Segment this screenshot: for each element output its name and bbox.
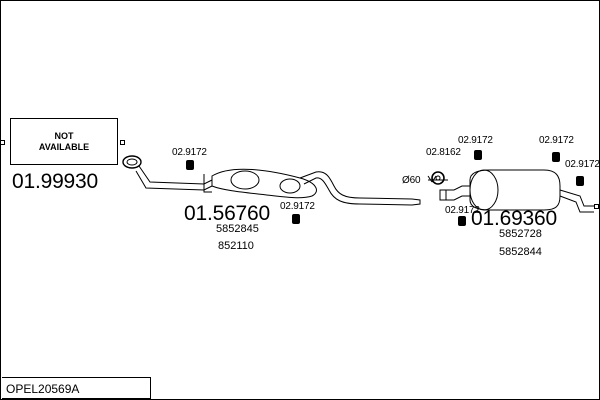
right-edge-marker xyxy=(594,204,599,209)
hanger-label-6[interactable]: 02.9172 xyxy=(565,159,600,170)
middle-silencer-drawing xyxy=(203,168,421,206)
not-available-line1: NOT xyxy=(54,130,74,141)
oem-number-rear-2: 5852844 xyxy=(499,246,542,258)
hanger-label-4[interactable]: 02.9172 xyxy=(458,135,493,146)
part-number-middle-silencer[interactable]: 01.56760 xyxy=(184,202,270,225)
front-pipe-drawing xyxy=(122,155,213,191)
not-available-box: NOT AVAILABLE xyxy=(10,118,118,165)
left-edge-marker xyxy=(0,140,5,145)
hanger-label-1[interactable]: 02.9172 xyxy=(172,147,207,158)
hanger-label-3[interactable]: 02.8162 xyxy=(426,147,461,158)
hanger-label-7[interactable]: 02.9172 xyxy=(445,205,480,216)
rear-silencer-drawing xyxy=(427,169,594,213)
hanger-drawings xyxy=(186,150,584,226)
hanger-label-5[interactable]: 02.9172 xyxy=(539,135,574,146)
oem-number-middle-1: 5852845 xyxy=(216,223,259,235)
hanger-label-2[interactable]: 02.9172 xyxy=(280,201,315,212)
kit-code-box: OPEL20569A xyxy=(2,377,151,399)
part-number-rear-silencer[interactable]: 01.69360 xyxy=(471,207,557,230)
clamp-drawing xyxy=(428,171,448,185)
kit-code: OPEL20569A xyxy=(6,382,80,396)
oem-number-rear-1: 5852728 xyxy=(499,228,542,240)
diameter-label: Ø60 xyxy=(402,175,421,186)
oem-number-middle-2: 852110 xyxy=(218,240,254,252)
part-number-front-pipe[interactable]: 01.99930 xyxy=(12,170,98,193)
not-available-line2: AVAILABLE xyxy=(38,141,90,152)
box-edge-marker xyxy=(120,140,125,145)
